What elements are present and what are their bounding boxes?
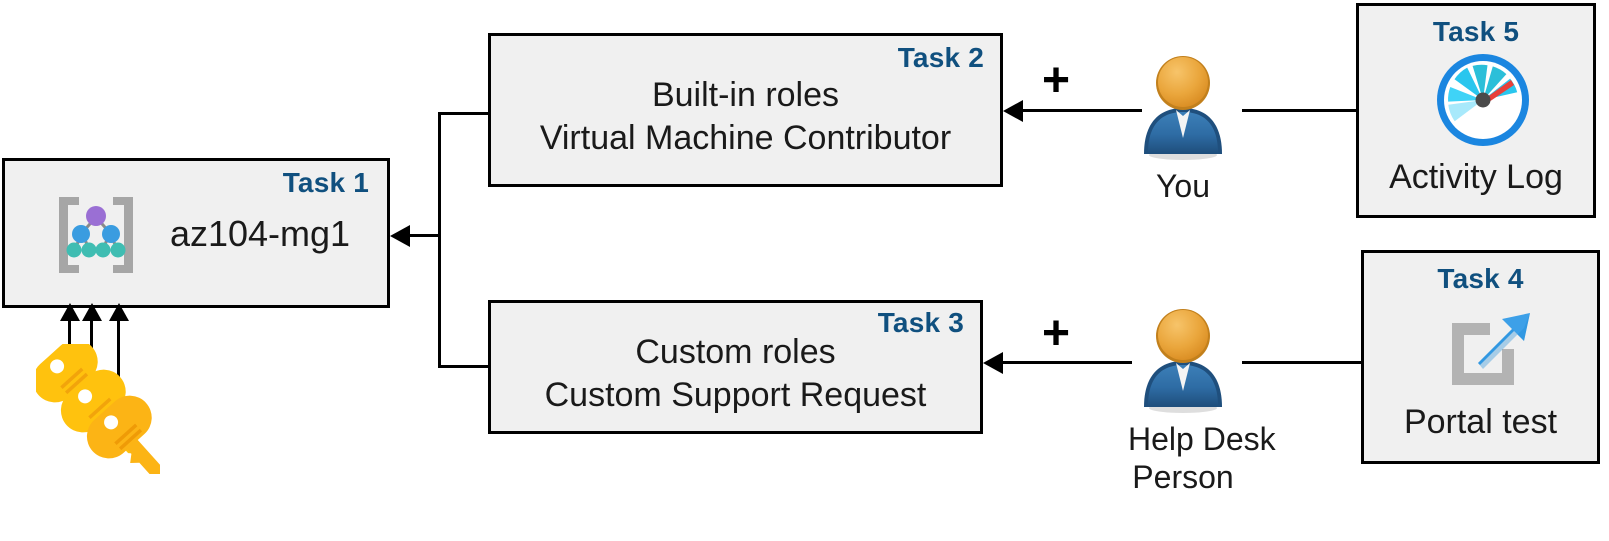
task4-label: Task 4 <box>1437 263 1524 294</box>
helpdesk-to-task3-line <box>1002 361 1132 364</box>
task3-line1: Custom roles <box>635 333 836 371</box>
bracket-to-task1-arrowhead <box>390 225 410 247</box>
you-to-task2-arrowhead <box>1003 100 1023 122</box>
task2-box[interactable]: Task 2 Built-in roles Virtual Machine Co… <box>488 33 1003 187</box>
task3-box[interactable]: Task 3 Custom roles Custom Support Reque… <box>488 300 983 434</box>
task1-title: az104-mg1 <box>169 213 351 254</box>
helpdesk-to-task4-line <box>1242 361 1422 364</box>
you-to-task2-line <box>1022 109 1142 112</box>
helpdesk-to-task3-arrowhead <box>983 352 1003 374</box>
gauge-icon <box>1437 54 1529 146</box>
bracket-to-task1-line <box>410 234 440 237</box>
task5-box[interactable]: Task 5 Activity Log <box>1356 3 1596 218</box>
task3-label: Task 3 <box>877 307 964 338</box>
user-icon <box>1144 56 1222 160</box>
task2-label: Task 2 <box>897 42 984 73</box>
task5-label: Task 5 <box>1432 16 1520 47</box>
actor-you-label: You <box>1156 168 1210 204</box>
plus-operator-bottom: + <box>1042 307 1071 360</box>
plus-operator-top: + <box>1042 54 1071 107</box>
actor-helpdesk-label-line1: Help Desk <box>1128 421 1276 457</box>
actor-helpdesk-label-line2: Person <box>1132 459 1234 495</box>
task3-line2: Custom Support Request <box>544 376 927 414</box>
you-to-task5-line <box>1242 109 1417 112</box>
task1-box[interactable]: Task 1 az104-mg1 <box>2 158 390 308</box>
key-arrow-head-2 <box>82 303 102 321</box>
keys-icon <box>36 344 160 474</box>
actor-helpdesk[interactable]: Help Desk Person <box>1128 305 1276 496</box>
task4-box[interactable]: Task 4 Portal test <box>1361 250 1600 464</box>
external-link-icon <box>1452 313 1530 385</box>
management-group-icon <box>59 197 133 273</box>
bracket-bottom-segment <box>438 365 490 368</box>
bracket-vertical <box>438 112 441 368</box>
task5-caption: Activity Log <box>1389 158 1563 196</box>
actor-you[interactable]: You <box>1128 52 1238 205</box>
task2-line2: Virtual Machine Contributor <box>539 119 952 157</box>
user-icon <box>1144 309 1222 413</box>
task4-caption: Portal test <box>1403 403 1558 441</box>
key-arrow-head-3 <box>109 303 129 321</box>
key-arrow-head-1 <box>60 303 80 321</box>
task1-label: Task 1 <box>282 167 369 198</box>
task2-line1: Built-in roles <box>651 76 840 114</box>
bracket-top-segment <box>438 112 490 115</box>
